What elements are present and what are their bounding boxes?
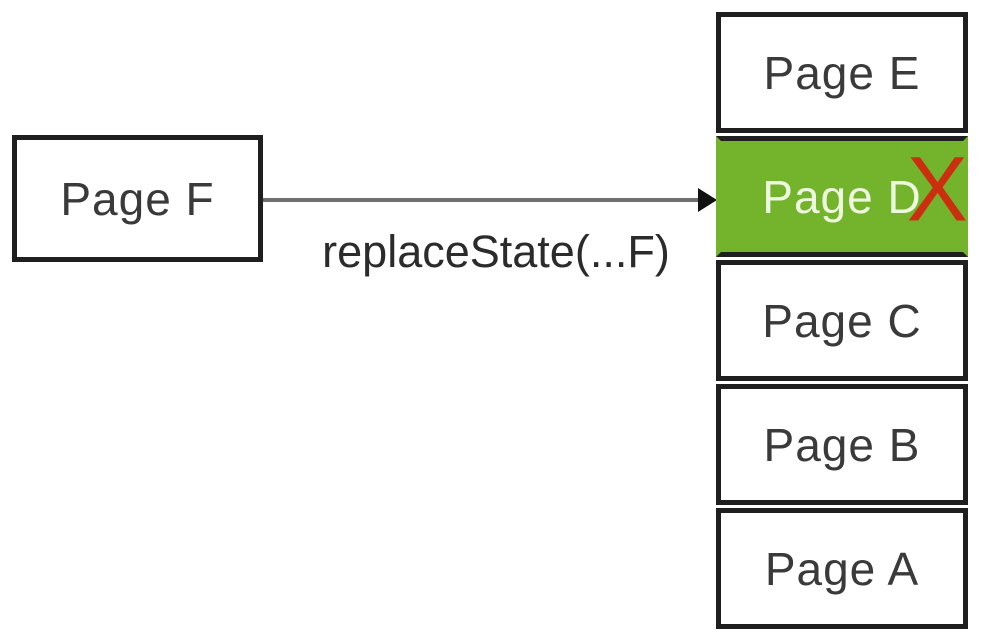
source-page-box: Page F (12, 135, 263, 262)
history-stack: Page E Page D X Page C Page B Page A (716, 12, 968, 629)
stack-page-box: Page B (716, 384, 968, 505)
stack-page-label: Page B (763, 418, 921, 471)
stack-page-box: Page C (716, 260, 968, 381)
stack-page-label: Page D (762, 170, 922, 223)
stack-page-label: Page E (763, 46, 921, 99)
stack-page-box: Page D X (716, 136, 968, 257)
arrow-head-icon (698, 188, 717, 212)
arrow-line (263, 198, 700, 202)
stack-page-label: Page C (762, 294, 922, 347)
stack-page-label: Page A (764, 542, 920, 595)
replace-state-label: replaceState(...F) (322, 226, 670, 277)
source-page-label: Page F (60, 172, 215, 225)
cross-out-x-icon: X (906, 138, 969, 241)
stack-page-box: Page A (716, 508, 968, 629)
stack-page-box: Page E (716, 12, 968, 133)
